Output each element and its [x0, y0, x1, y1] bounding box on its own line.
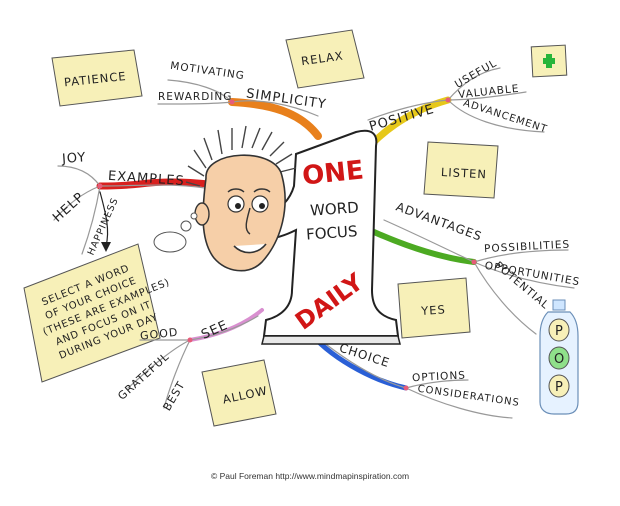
label-options: OPTIONS	[412, 369, 466, 384]
bottle-letter-3: P	[555, 380, 563, 395]
label-motivating: MOTIVATING	[169, 60, 245, 82]
bottle-illustration: P O P	[539, 299, 579, 415]
note-relax-text: RELAX	[300, 48, 344, 68]
sub-potential-line	[473, 261, 537, 335]
label-positive: POSITIVE	[368, 102, 437, 135]
arrow-to-note-line	[99, 191, 109, 247]
label-grateful: GRATEFUL	[115, 350, 172, 403]
sub-best-line	[163, 339, 191, 409]
note-allow: ALLOW	[201, 359, 277, 427]
sub-considerations-line	[405, 387, 513, 419]
label-examples: EXAMPLES	[108, 169, 186, 189]
note-listen-text: LISTEN	[441, 165, 488, 181]
center-word: WORD	[310, 198, 360, 219]
choice-baseline	[317, 337, 407, 389]
hair	[185, 125, 297, 187]
center-one: ONE	[301, 155, 365, 191]
bottle-letter-1: P	[555, 324, 563, 339]
branch-advantages-line	[371, 229, 477, 265]
label-possibilities: POSSIBILITIES	[484, 239, 571, 255]
label-considerations: CONSIDERATIONS	[417, 384, 521, 409]
bottle-letter-2: O	[554, 352, 564, 367]
label-good: GOOD	[139, 326, 178, 343]
note-patience-text: PATIENCE	[63, 69, 127, 89]
label-see: SEE	[199, 318, 230, 343]
advantages-baseline	[383, 219, 475, 263]
sub-useful-line	[447, 67, 501, 101]
sub-motivating-line	[167, 79, 233, 103]
sub-advancement-line	[447, 99, 545, 133]
note-yes: YES	[397, 277, 471, 339]
label-rewarding: REWARDING	[158, 91, 232, 103]
branch-simplicity-line	[228, 98, 322, 140]
sub-happiness-line	[81, 185, 101, 255]
sub-possibilities-line	[473, 249, 569, 263]
arrow-head	[101, 242, 111, 252]
sub-help-line	[53, 185, 101, 221]
central-image: ONE WORD FOCUS DAILY	[260, 129, 401, 345]
sub-joy-line	[57, 165, 101, 187]
credit-text: © Paul Foreman http://www.mindmapinspira…	[210, 471, 410, 481]
note-yes-text: YES	[420, 302, 447, 318]
center-focus: FOCUS	[306, 222, 359, 244]
label-help: HELP	[50, 190, 88, 226]
note-listen: LISTEN	[423, 141, 499, 199]
label-advancement: ADVANCEMENT	[462, 98, 549, 136]
simplicity-baseline	[231, 100, 319, 117]
positive-baseline	[367, 99, 449, 121]
note-select-word: SELECT A WORD OF YOUR CHOICE (THESE ARE …	[23, 243, 172, 383]
sub-grateful-line	[127, 339, 191, 389]
label-best: BEST	[160, 379, 187, 413]
cartoon-face-illustration	[153, 125, 297, 272]
note-relax: RELAX	[285, 29, 365, 89]
label-choice: CHOICE	[338, 341, 392, 370]
sub-rewarding-line	[157, 101, 233, 105]
sub-opportunities-line	[473, 261, 575, 289]
note-patience: PATIENCE	[51, 49, 143, 107]
sub-options-line	[405, 379, 469, 389]
branch-joints	[97, 97, 477, 391]
see-baseline	[189, 315, 259, 341]
label-advantages: ADVANTAGES	[394, 200, 484, 244]
sub-valuable-line	[447, 91, 527, 101]
plus-icon	[530, 44, 568, 78]
label-joy: JOY	[61, 150, 87, 167]
